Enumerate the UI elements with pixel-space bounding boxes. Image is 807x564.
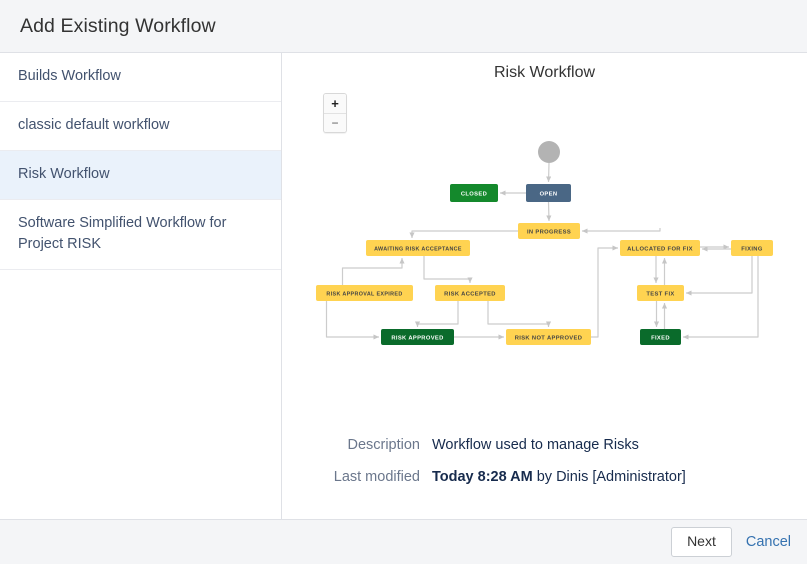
workflow-node-label: RISK APPROVAL EXPIRED xyxy=(326,292,402,298)
workflow-edge xyxy=(682,256,759,340)
workflow-node-label: RISK NOT APPROVED xyxy=(515,336,583,342)
workflow-start-node[interactable] xyxy=(538,141,560,163)
workflow-node-accepted[interactable]: RISK ACCEPTED xyxy=(435,285,505,301)
last-modified-value: Today 8:28 AM by Dinis [Administrator] xyxy=(432,469,686,485)
workflow-node-label: FIXING xyxy=(741,247,763,253)
workflow-node-label: RISK APPROVED xyxy=(391,336,443,342)
workflow-node-box xyxy=(731,240,773,256)
workflow-node-closed[interactable]: CLOSED xyxy=(450,184,498,202)
workflow-node-allocated[interactable]: ALLOCATED FOR FIX xyxy=(620,240,700,256)
page-title: Add Existing Workflow xyxy=(20,14,216,37)
description-row: Description Workflow used to manage Risk… xyxy=(282,437,807,453)
workflow-edge xyxy=(487,301,552,328)
workflow-diagram[interactable]: OPEN CLOSED IN PROGRESS AWAITING RISK ACCEP… xyxy=(282,53,807,483)
workflow-edges xyxy=(325,162,759,340)
workflow-node-inprogress[interactable]: IN PROGRESS xyxy=(518,223,580,239)
workflow-edge xyxy=(325,301,380,340)
workflow-node-label: IN PROGRESS xyxy=(527,230,571,236)
sidebar-item-label: Risk Workflow xyxy=(18,166,110,183)
workflow-node-label: OPEN xyxy=(540,192,558,198)
workflow-edge xyxy=(409,230,518,239)
workflow-preview-title: Risk Workflow xyxy=(493,64,596,81)
workflow-node-box xyxy=(518,223,580,239)
workflow-node-label: TEST FIX xyxy=(646,292,674,298)
sidebar-item-label: classic default workflow xyxy=(18,117,170,134)
sidebar-item-software-simplified-workflow[interactable]: Software Simplified Workflow for Project… xyxy=(0,200,281,271)
workflow-node-box xyxy=(526,184,571,202)
workflow-nodes: OPEN CLOSED IN PROGRESS AWAITING RISK ACCEP… xyxy=(316,141,773,345)
workflow-node-fixed[interactable]: FIXED xyxy=(640,329,681,345)
workflow-node-notapproved[interactable]: RISK NOT APPROVED xyxy=(506,329,591,345)
workflow-node-box xyxy=(637,285,684,301)
description-value: Workflow used to manage Risks xyxy=(432,437,639,453)
workflow-edge xyxy=(423,256,473,284)
workflow-node-testfix[interactable]: TEST FIX xyxy=(637,285,684,301)
workflow-node-fixing[interactable]: FIXING xyxy=(731,240,773,256)
zoom-out-button[interactable]: − xyxy=(324,113,346,132)
workflow-node-label: AWAITING RISK ACCEPTANCE xyxy=(374,247,462,253)
workflow-node-box xyxy=(381,329,454,345)
last-modified-author: by Dinis [Administrator] xyxy=(532,469,686,485)
workflow-edge xyxy=(546,162,552,183)
description-label: Description xyxy=(347,437,420,453)
last-modified-label: Last modified xyxy=(333,469,420,485)
workflow-node-box xyxy=(450,184,498,202)
sidebar-item-builds-workflow[interactable]: Builds Workflow xyxy=(0,53,281,103)
workflow-node-label: ALLOCATED FOR FIX xyxy=(627,247,693,253)
dialog-body: Builds Workflow classic default workflow… xyxy=(0,53,807,520)
workflow-edge xyxy=(685,256,753,296)
workflow-edge xyxy=(414,301,459,328)
cancel-button[interactable]: Cancel xyxy=(745,534,791,550)
last-modified-row: Last modified Today 8:28 AM by Dinis [Ad… xyxy=(282,469,807,485)
sidebar-item-label: Builds Workflow xyxy=(18,68,121,84)
workflow-node-box xyxy=(435,285,505,301)
sidebar-item-label: Software Simplified Workflow for Project… xyxy=(18,215,227,253)
workflow-edge xyxy=(546,201,552,222)
workflow-diagram-svg[interactable]: OPEN CLOSED IN PROGRESS AWAITING RISK ACCEP… xyxy=(282,53,807,483)
workflow-edge xyxy=(591,245,619,338)
workflow-list-sidebar: Builds Workflow classic default workflow… xyxy=(0,53,282,519)
workflow-node-box xyxy=(316,285,413,301)
workflow-node-awaiting[interactable]: AWAITING RISK ACCEPTANCE xyxy=(366,240,470,256)
workflow-node-label: FIXED xyxy=(651,336,670,342)
workflow-edge xyxy=(341,257,405,285)
zoom-controls: + − xyxy=(323,93,347,133)
last-modified-time: Today 8:28 AM xyxy=(432,469,533,485)
workflow-preview-pane: Risk Workflow + − OPEN CLOSED IN PROGRESS A… xyxy=(282,53,807,519)
sidebar-item-classic-default-workflow[interactable]: classic default workflow xyxy=(0,102,281,152)
workflow-node-expired[interactable]: RISK APPROVAL EXPIRED xyxy=(316,285,413,301)
workflow-node-box xyxy=(640,329,681,345)
next-button[interactable]: Next xyxy=(671,526,732,558)
dialog-header: Add Existing Workflow xyxy=(0,0,807,53)
zoom-in-button[interactable]: + xyxy=(324,94,346,113)
workflow-node-box xyxy=(366,240,470,256)
workflow-node-box xyxy=(620,240,700,256)
workflow-node-label: CLOSED xyxy=(461,192,487,198)
sidebar-item-risk-workflow[interactable]: Risk Workflow xyxy=(0,151,281,201)
workflow-node-label: RISK ACCEPTED xyxy=(444,292,496,298)
dialog-footer: Next Cancel xyxy=(0,520,807,564)
workflow-meta: Description Workflow used to manage Risk… xyxy=(282,437,807,501)
workflow-node-box xyxy=(506,329,591,345)
workflow-edge xyxy=(581,228,661,234)
workflow-node-open[interactable]: OPEN xyxy=(526,184,571,202)
workflow-node-approved[interactable]: RISK APPROVED xyxy=(381,329,454,345)
